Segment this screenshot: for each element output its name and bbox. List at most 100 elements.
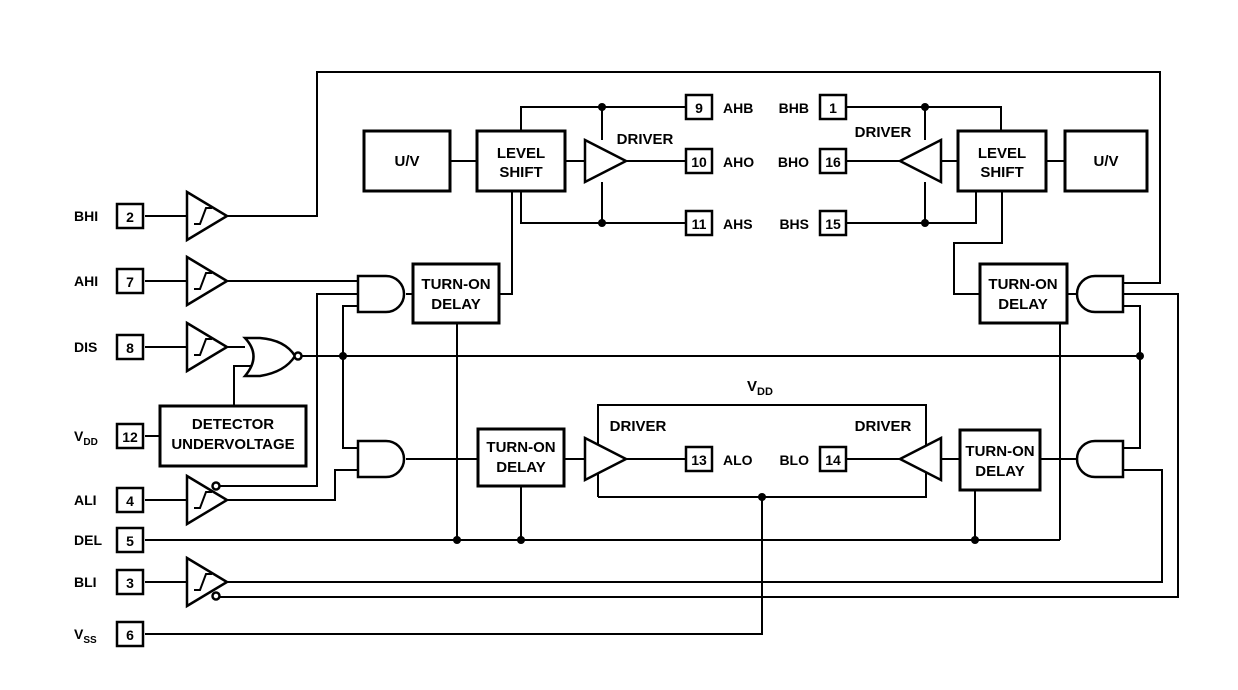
turnon-delay-top-right-line1: TURN-ON	[988, 276, 1057, 293]
pin-label: BLI	[74, 574, 97, 590]
pin-bho: 16 BHO	[778, 147, 848, 175]
pin-ahs-label: AHS	[723, 216, 753, 232]
pin-alo-label: ALO	[723, 452, 753, 468]
pin-box	[115, 620, 145, 648]
pin-label: VSS	[74, 626, 97, 646]
driver-bho-triangle	[897, 137, 943, 185]
junction-dots	[339, 103, 1144, 544]
pin-blo-number: 14	[825, 452, 841, 468]
and-gate-bl	[1075, 439, 1125, 479]
pin-number: 12	[122, 429, 138, 445]
undervoltage-detector: DETECTOR UNDERVOLTAGE	[158, 404, 308, 468]
pin-ahb-number: 9	[695, 100, 703, 116]
pin-bhb-label: BHB	[779, 100, 809, 116]
pin-label: AHI	[74, 273, 98, 289]
turnon-delay-top-left-line2: DELAY	[431, 296, 480, 313]
level-shift-right: LEVEL SHIFT	[956, 129, 1048, 193]
pin-number: 2	[126, 209, 134, 225]
level-shift-right-line1: LEVEL	[978, 145, 1026, 162]
pin-aho-number: 10	[691, 154, 707, 170]
uv-label-left: U/V	[394, 153, 419, 170]
pin-box	[115, 526, 145, 554]
schmitt-buffer-bhi	[185, 189, 230, 243]
turnon-delay-top-right: TURN-ON DELAY	[978, 262, 1069, 325]
turnon-delay-bottom-right: TURN-ON DELAY	[958, 428, 1042, 492]
driver-label-bho: DRIVER	[855, 124, 912, 141]
driver-label-aho: DRIVER	[617, 131, 674, 148]
turnon-delay-top-left: TURN-ON DELAY	[411, 262, 501, 325]
driver-alo-triangle	[583, 435, 629, 483]
pin-box	[115, 422, 145, 450]
left-pin: 6 VSS	[74, 620, 145, 648]
turnon-delay-bottom-left-line1: TURN-ON	[486, 439, 555, 456]
turnon-delay-bottom-right-line1: TURN-ON	[965, 443, 1034, 460]
pin-box	[115, 202, 145, 230]
detector-line2: UNDERVOLTAGE	[171, 436, 294, 453]
pin-label: DIS	[74, 339, 97, 355]
pin-blo-label: BLO	[779, 452, 809, 468]
schmitt-buffer-bli	[185, 555, 230, 609]
turnon-delay-bottom-left: TURN-ON DELAY	[476, 427, 566, 488]
pin-bho-label: BHO	[778, 154, 809, 170]
wires	[145, 71, 1179, 635]
nor-gate	[242, 336, 303, 378]
pin-number: 7	[126, 274, 134, 290]
schmitt-buffer-ali	[185, 473, 230, 527]
vdd-rail-box	[597, 404, 927, 498]
pin-bhs-label: BHS	[779, 216, 809, 232]
turnon-delay-bottom-left-line2: DELAY	[496, 459, 545, 476]
left-pin: 12 VDD	[74, 422, 145, 450]
left-pin: 8 DIS	[74, 333, 145, 361]
pin-label: BHI	[74, 208, 98, 224]
pin-bho-number: 16	[825, 154, 841, 170]
uv-block-right: U/V	[1063, 129, 1149, 193]
turnon-delay-top-right-line2: DELAY	[998, 296, 1047, 313]
pin-box	[115, 568, 145, 596]
vdd-rail-label: VDD	[747, 378, 773, 398]
pin-label: ALI	[74, 492, 97, 508]
driver-aho-triangle	[583, 137, 629, 185]
pin-bhs-number: 15	[825, 216, 841, 232]
pin-number: 6	[126, 627, 134, 643]
pin-label: VDD	[74, 428, 98, 448]
pin-ahb-label: AHB	[723, 100, 753, 116]
pin-bhs: 15 BHS	[779, 209, 848, 237]
pin-box	[115, 486, 145, 514]
uv-label-right: U/V	[1093, 153, 1118, 170]
pin-number: 5	[126, 533, 134, 549]
detector-line1: DETECTOR	[192, 416, 274, 433]
pin-box	[115, 333, 145, 361]
pin-number: 3	[126, 575, 134, 591]
left-pin: 3 BLI	[74, 568, 145, 596]
pin-label: DEL	[74, 532, 102, 548]
schmitt-buffer-ahi	[185, 254, 230, 308]
pin-aho: 10 AHO	[684, 147, 754, 175]
pin-box	[115, 267, 145, 295]
pin-blo: 14 BLO	[779, 445, 848, 473]
pin-number: 8	[126, 340, 134, 356]
pin-bhb: 1 BHB	[779, 93, 848, 121]
turnon-delay-bottom-right-line2: DELAY	[975, 463, 1024, 480]
pin-ahs-number: 11	[692, 216, 707, 232]
pin-alo-number: 13	[691, 452, 707, 468]
level-shift-left: LEVEL SHIFT	[475, 129, 567, 193]
uv-block-left: U/V	[362, 129, 452, 193]
level-shift-left-line1: LEVEL	[497, 145, 545, 162]
driver-blo-triangle	[897, 435, 943, 483]
schmitt-buffer-dis	[185, 320, 230, 374]
and-gate-al	[356, 439, 406, 479]
pin-aho-label: AHO	[723, 154, 754, 170]
left-pin: 5 DEL	[74, 526, 145, 554]
pin-bhb-number: 1	[829, 100, 837, 116]
pin-ahs: 11 AHS	[684, 209, 753, 237]
driver-label-alo: DRIVER	[610, 418, 667, 435]
and-gate-ah	[356, 274, 406, 314]
driver-label-blo: DRIVER	[855, 418, 912, 435]
turnon-delay-top-left-line1: TURN-ON	[421, 276, 490, 293]
left-pin: 2 BHI	[74, 202, 145, 230]
pin-alo: 13 ALO	[684, 445, 753, 473]
